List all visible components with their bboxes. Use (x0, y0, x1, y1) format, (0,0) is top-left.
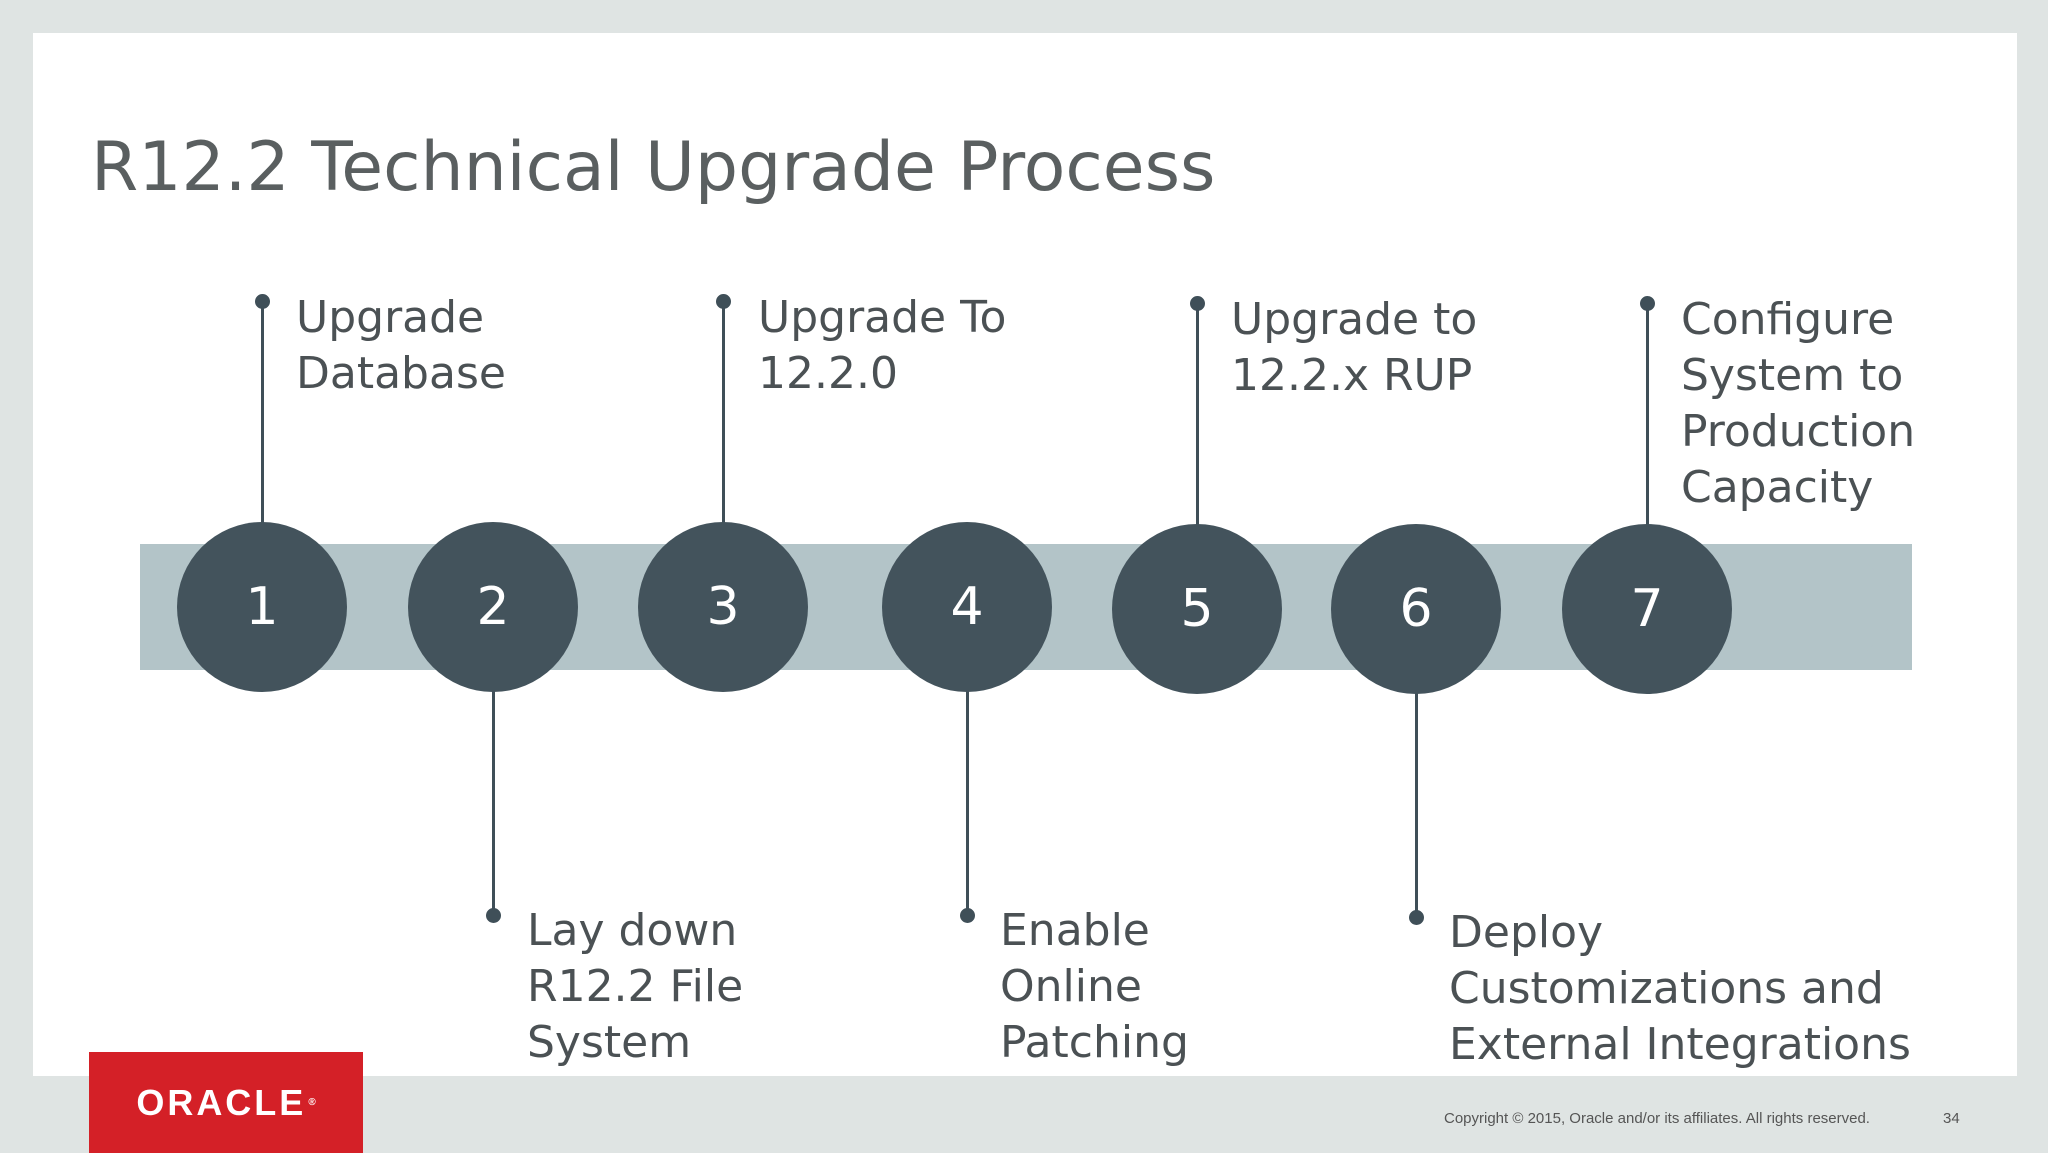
connector-dot-7 (1640, 296, 1655, 311)
copyright-notice: Copyright © 2015, Oracle and/or its affi… (1444, 1110, 1870, 1127)
connector-line-6 (1415, 690, 1418, 914)
connector-line-2 (492, 690, 495, 912)
connector-line-1 (261, 300, 264, 525)
connector-dot-5 (1190, 296, 1205, 311)
connector-line-5 (1196, 302, 1199, 527)
connector-line-3 (722, 300, 725, 525)
connector-dot-6 (1409, 910, 1424, 925)
oracle-logo-text: ORACLE (136, 1081, 307, 1123)
step-5-label: Upgrade to 12.2.x RUP (1231, 294, 1478, 401)
page-number: 34 (1943, 1110, 1960, 1127)
connector-line-7 (1646, 302, 1649, 527)
connector-dot-1 (255, 294, 270, 309)
oracle-logo: ORACLE® (89, 1052, 363, 1153)
slide-title: R12.2 Technical Upgrade Process (91, 128, 1216, 207)
step-3-circle: 3 (638, 522, 808, 692)
connector-line-4 (966, 690, 969, 912)
step-2-label: Lay down R12.2 File System (527, 905, 744, 1068)
step-1-label: Upgrade Database (296, 292, 506, 399)
step-1-circle: 1 (177, 522, 347, 692)
connector-dot-2 (486, 908, 501, 923)
step-5-circle: 5 (1112, 524, 1282, 694)
connector-dot-4 (960, 908, 975, 923)
step-7-label: Configure System to Production Capacity (1681, 294, 1916, 513)
step-4-circle: 4 (882, 522, 1052, 692)
step-4-label: Enable Online Patching (1000, 905, 1189, 1068)
timeline-arrowhead (1848, 544, 1910, 670)
step-3-label: Upgrade To 12.2.0 (758, 292, 1007, 399)
step-6-label: Deploy Customizations and External Integ… (1449, 907, 1911, 1070)
step-6-circle: 6 (1331, 524, 1501, 694)
step-2-circle: 2 (408, 522, 578, 692)
step-7-circle: 7 (1562, 524, 1732, 694)
connector-dot-3 (716, 294, 731, 309)
